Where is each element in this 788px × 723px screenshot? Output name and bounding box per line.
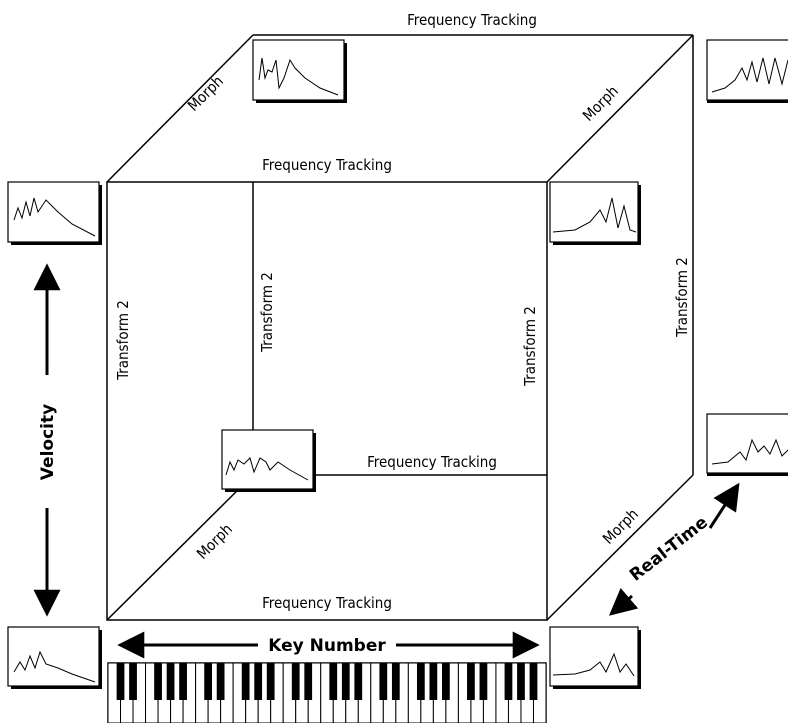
black-key xyxy=(504,663,513,700)
black-key xyxy=(291,663,300,700)
waveform-box-front-top-left xyxy=(7,181,102,245)
black-key xyxy=(341,663,350,700)
black-key xyxy=(529,663,538,700)
black-key xyxy=(266,663,275,700)
real-time-arrow-down xyxy=(608,587,639,616)
label-transform-front-right: Transform 2 xyxy=(521,306,539,387)
black-key xyxy=(304,663,313,700)
black-key xyxy=(354,663,363,700)
waveform-box-back-top-right xyxy=(706,39,788,103)
real-time-axis xyxy=(608,482,740,616)
label-freq-front-top: Frequency Tracking xyxy=(262,156,392,174)
black-key xyxy=(116,663,125,700)
black-key xyxy=(442,663,450,700)
label-morph-bottom-right: Morph xyxy=(599,505,642,548)
label-transform-back-right: Transform 2 xyxy=(673,257,691,338)
diag-bottom-right xyxy=(546,474,694,621)
real-time-arrow-up xyxy=(708,482,740,529)
black-key xyxy=(241,663,250,700)
black-key xyxy=(391,663,400,700)
black-key xyxy=(154,663,162,700)
black-key xyxy=(166,663,175,700)
label-morph-bottom-left: Morph xyxy=(193,520,236,563)
waveform-box-inner xyxy=(221,429,316,492)
black-key xyxy=(479,663,488,700)
black-key xyxy=(216,663,225,700)
diag-top-right xyxy=(546,34,694,183)
black-key xyxy=(379,663,388,700)
black-key xyxy=(429,663,438,700)
label-morph-top-left: Morph xyxy=(184,72,227,115)
black-key xyxy=(179,663,187,700)
velocity-label: Velocity xyxy=(38,404,58,480)
black-key xyxy=(254,663,263,700)
label-freq-inner: Frequency Tracking xyxy=(367,453,497,471)
waveform-box-back-top-left xyxy=(252,39,347,103)
label-transform-front-left: Transform 2 xyxy=(114,300,132,381)
black-key xyxy=(204,663,212,700)
waveform-box-front-bottom-right xyxy=(549,626,641,689)
label-morph-top-right: Morph xyxy=(579,82,622,125)
key-number-label: Key Number xyxy=(268,636,386,656)
black-key xyxy=(517,663,525,700)
label-freq-top: Frequency Tracking xyxy=(407,11,537,29)
waveform-box-back-bottom-right xyxy=(706,413,788,476)
waveform-box-front-bottom-left xyxy=(7,626,102,689)
real-time-label: Real-Time xyxy=(626,513,712,586)
black-key xyxy=(129,663,137,700)
front-face xyxy=(106,181,548,621)
diag-bottom-left xyxy=(106,474,254,621)
piano-keyboard xyxy=(107,662,547,723)
black-key xyxy=(416,663,425,700)
diag-top-left xyxy=(106,34,254,183)
label-freq-bottom: Frequency Tracking xyxy=(262,594,392,612)
black-key xyxy=(467,663,475,700)
label-transform-inner: Transform 2 xyxy=(258,272,276,353)
waveform-box-front-top-right xyxy=(549,181,641,245)
black-key xyxy=(329,663,338,700)
